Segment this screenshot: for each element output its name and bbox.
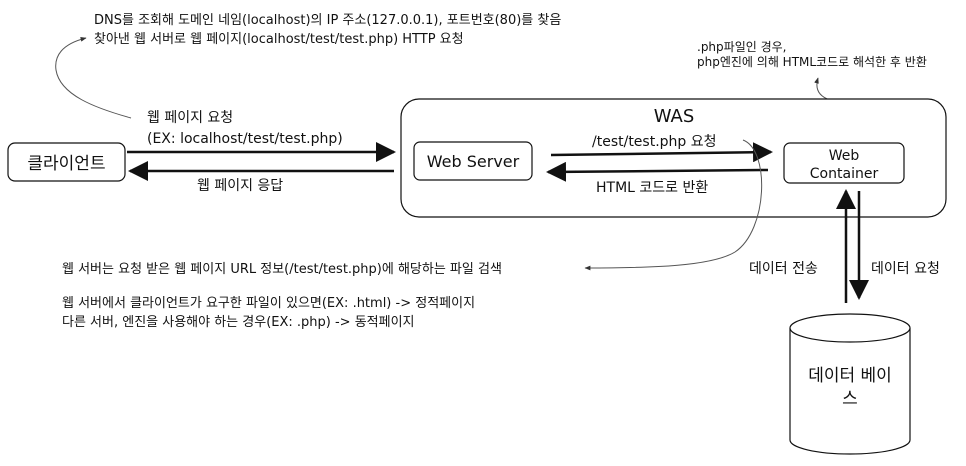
page-request-label-line1: 웹 페이지 요청 [147, 110, 233, 126]
php-request-label: /test/test.php 요청 [592, 134, 717, 150]
page-response-label: 웹 페이지 응답 [197, 178, 283, 194]
php-note-line2: php엔진에 의해 HTML코드로 해석한 후 반환 [697, 55, 927, 69]
php-request-arrow [550, 142, 773, 163]
static-page-note: 웹 서버에서 클라이언트가 요구한 파일이 있으면(EX: .html) -> … [62, 296, 475, 311]
was-container[interactable] [400, 98, 947, 218]
page-request-label-line2: (EX: localhost/test/test.php) [147, 131, 343, 147]
database-node[interactable] [789, 313, 911, 455]
client-node[interactable] [7, 142, 126, 182]
dns-note-line2: 찾아낸 웹 서버로 웹 페이지(localhost/test/test.php)… [94, 32, 464, 47]
was-label: WAS [654, 106, 695, 127]
web-container-label-line2: Container [810, 166, 879, 182]
search-note: 웹 서버는 요청 받은 웹 페이지 URL 정보(/test/test.php)… [62, 262, 502, 277]
html-return-label: HTML 코드로 반환 [596, 180, 708, 196]
web-server-label: Web Server [427, 152, 520, 171]
php-note-line1: .php파일인 경우, [697, 40, 786, 54]
dns-callout-curve [55, 36, 132, 119]
html-return-arrow [546, 161, 769, 182]
search-callout-curve [584, 139, 763, 271]
data-send-label: 데이터 전송 [749, 261, 818, 277]
dns-note-line1: DNS를 조회해 도메인 네임(localhost)의 IP 주소(127.0.… [94, 13, 561, 28]
database-label-line1: 데이터 베이 [808, 366, 892, 386]
web-container-node[interactable] [783, 142, 905, 184]
client-label: 클라이언트 [27, 154, 105, 174]
data-request-label: 데이터 요청 [871, 261, 940, 277]
web-server-node[interactable] [413, 141, 533, 181]
web-container-label-line1: Web [829, 148, 860, 164]
dynamic-page-note: 다른 서버, 엔진을 사용해야 하는 경우(EX: .php) -> 동적페이지 [62, 315, 415, 330]
database-label-line2: 스 [842, 389, 858, 409]
